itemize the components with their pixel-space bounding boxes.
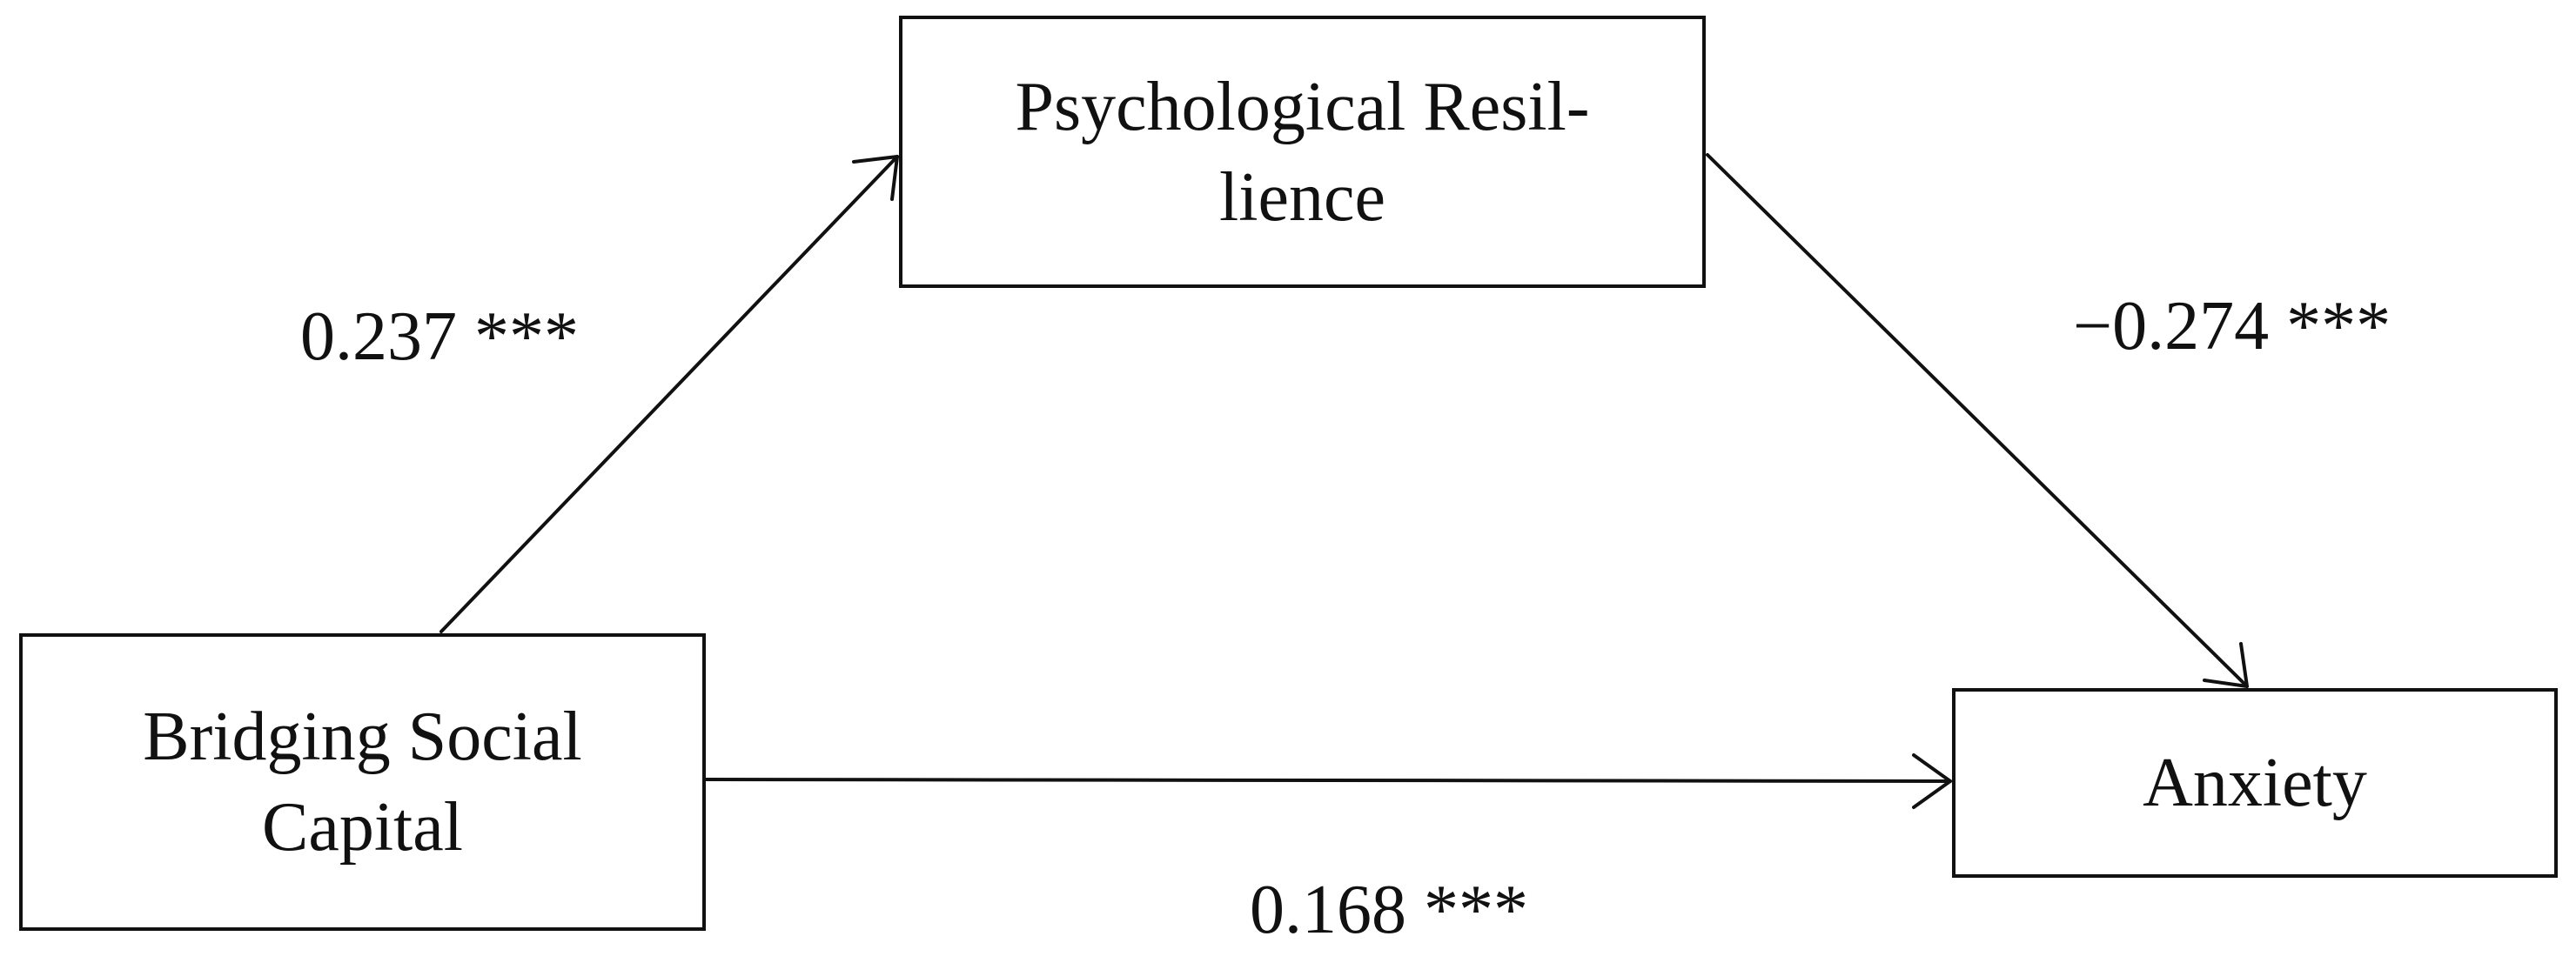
- coefficient-a-label: 0.237 ***: [300, 298, 579, 375]
- arrow-c-line: [704, 778, 1952, 783]
- arrow-a-line: [439, 155, 899, 633]
- coefficient-c-label: 0.168 ***: [1250, 872, 1528, 948]
- node-psychological-resilience-label: Psychological Resil- lience: [1015, 68, 1590, 236]
- node-anxiety: Anxiety: [1952, 688, 2558, 878]
- arrow-b-line: [1706, 153, 2249, 688]
- arrow-b-head: [2203, 642, 2249, 688]
- arrow-a-head: [852, 155, 899, 201]
- node-bridging-social-capital-label: Bridging Social Capital: [143, 699, 582, 866]
- node-anxiety-label: Anxiety: [2143, 745, 2367, 821]
- node-psychological-resilience: Psychological Resil- lience: [899, 16, 1706, 288]
- coefficient-b-label: −0.274 ***: [2073, 288, 2392, 364]
- arrow-c-head: [1912, 753, 1952, 809]
- node-bridging-social-capital: Bridging Social Capital: [19, 633, 706, 931]
